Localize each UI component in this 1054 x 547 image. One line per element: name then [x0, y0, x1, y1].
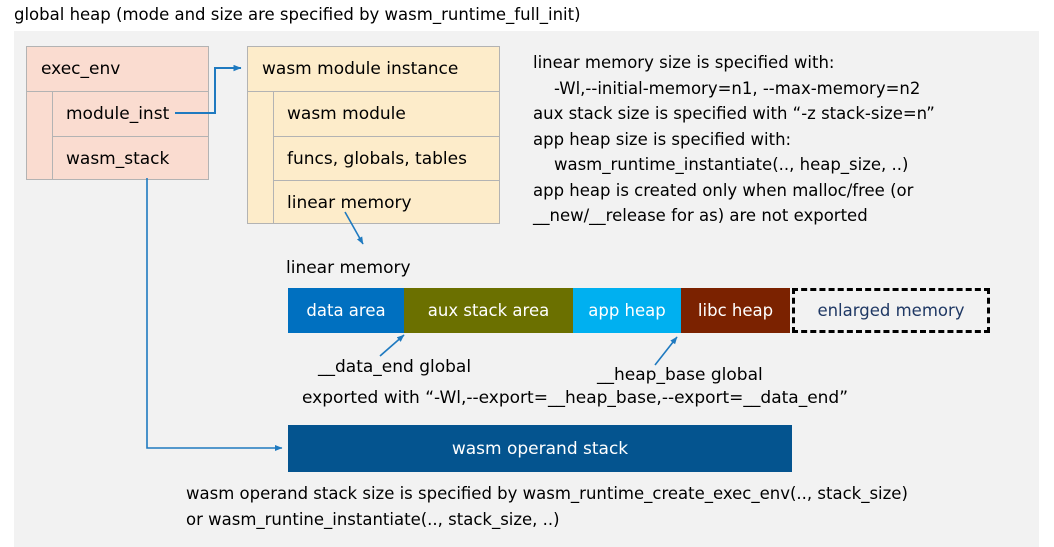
exec-env-header: exec_env: [27, 47, 208, 92]
exec-env-row-wasm-stack: wasm_stack: [53, 136, 208, 180]
memory-segment-aux-stack-area: aux stack area: [404, 288, 573, 333]
wasm-module-instance-box: wasm module instance wasm module funcs, …: [247, 46, 500, 224]
wasm-module-instance-row-linear-memory: linear memory: [274, 180, 499, 224]
memory-sizing-description: linear memory size is specified with: -W…: [533, 53, 935, 225]
data-end-global-label: __data_end global: [318, 357, 472, 377]
heap-base-global-label: __heap_base global: [597, 365, 763, 385]
operand-stack-size-note: wasm operand stack size is specified by …: [186, 484, 908, 529]
linear-memory-bar-label: linear memory: [286, 258, 411, 278]
page-title: global heap (mode and size are specified…: [14, 5, 581, 24]
memory-segment-label: libc heap: [697, 301, 774, 320]
exec-env-rows: module_inst wasm_stack: [53, 92, 208, 180]
memory-segment-label: data area: [306, 301, 386, 320]
wasm-module-instance-header: wasm module instance: [248, 47, 499, 92]
wasm-module-instance-row-wasm-module: wasm module: [287, 104, 406, 124]
wasm-module-instance-body: wasm module funcs, globals, tables linea…: [248, 92, 499, 224]
memory-segment-label: aux stack area: [427, 301, 550, 320]
memory-segment-data-area: data area: [288, 288, 404, 333]
linear-memory-bar: data area aux stack area app heap libc heap…: [288, 288, 990, 333]
memory-segment-libc-heap: libc heap: [681, 288, 790, 333]
exec-env-gutter: [27, 92, 53, 180]
memory-segment-app-heap: app heap: [573, 288, 681, 333]
wasm-operand-stack-label: wasm operand stack: [451, 438, 629, 459]
wasm-module-instance-row-funcs-globals-tables: funcs, globals, tables: [274, 136, 499, 180]
export-flags-note: exported with “-Wl,--export=__heap_base,…: [302, 388, 849, 408]
wasm-operand-stack-box: wasm operand stack: [288, 425, 792, 472]
wasm-module-instance-gutter: [248, 92, 274, 224]
memory-segment-label: app heap: [588, 301, 666, 320]
exec-env-box: exec_env module_inst wasm_stack: [26, 46, 209, 180]
wasm-module-instance-rows: wasm module funcs, globals, tables linea…: [274, 92, 499, 224]
memory-segment-enlarged-memory: enlarged memory: [792, 288, 990, 333]
memory-segment-label: enlarged memory: [817, 301, 965, 320]
exec-env-row-module-inst: module_inst: [66, 104, 170, 124]
exec-env-body: module_inst wasm_stack: [27, 92, 208, 180]
